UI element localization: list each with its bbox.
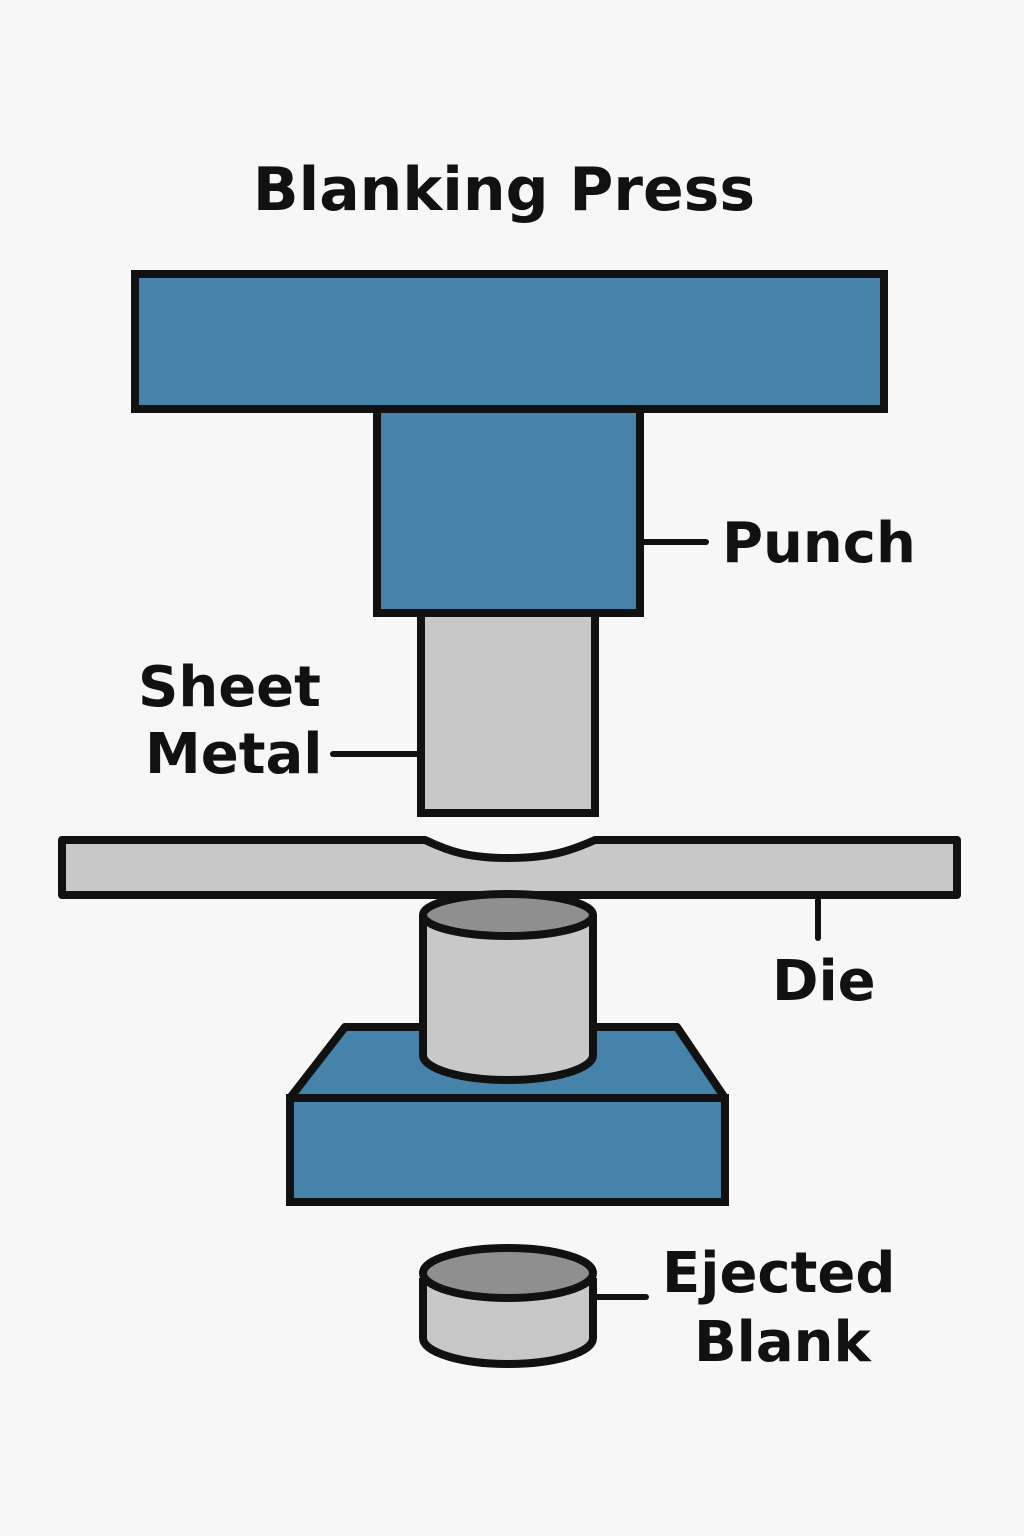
part-labels: Punch Sheet Metal Die Ejected Blank [138, 511, 916, 1375]
callout-lines [330, 539, 821, 1300]
punch-tool [417, 609, 599, 817]
ejected-blank-label-line-2: Blank [694, 1310, 873, 1375]
die-assembly [286, 890, 729, 1206]
ejected-blank-body [419, 1278, 597, 1368]
sheet-metal-strip [58, 836, 961, 899]
punch-label: Punch [722, 511, 916, 576]
press-ram-assembly [131, 270, 888, 817]
die-label: Die [772, 949, 876, 1014]
sheet-metal-label-line-1: Sheet [138, 655, 321, 720]
ejected-blank-top [419, 1244, 597, 1302]
diagram-title: Blanking Press [253, 155, 755, 225]
press-top-plate [131, 270, 888, 413]
punch-holder-block [373, 405, 644, 617]
ejected-blank-part [419, 1244, 597, 1368]
die-cavity-top [419, 890, 597, 940]
sheet-metal-label-line-2: Metal [145, 722, 322, 787]
die-base-front-face [286, 1094, 729, 1206]
sheet-metal-part [58, 836, 961, 899]
ejected-blank-label-line-1: Ejected [662, 1241, 895, 1306]
die-cylinder-body [419, 915, 597, 1084]
